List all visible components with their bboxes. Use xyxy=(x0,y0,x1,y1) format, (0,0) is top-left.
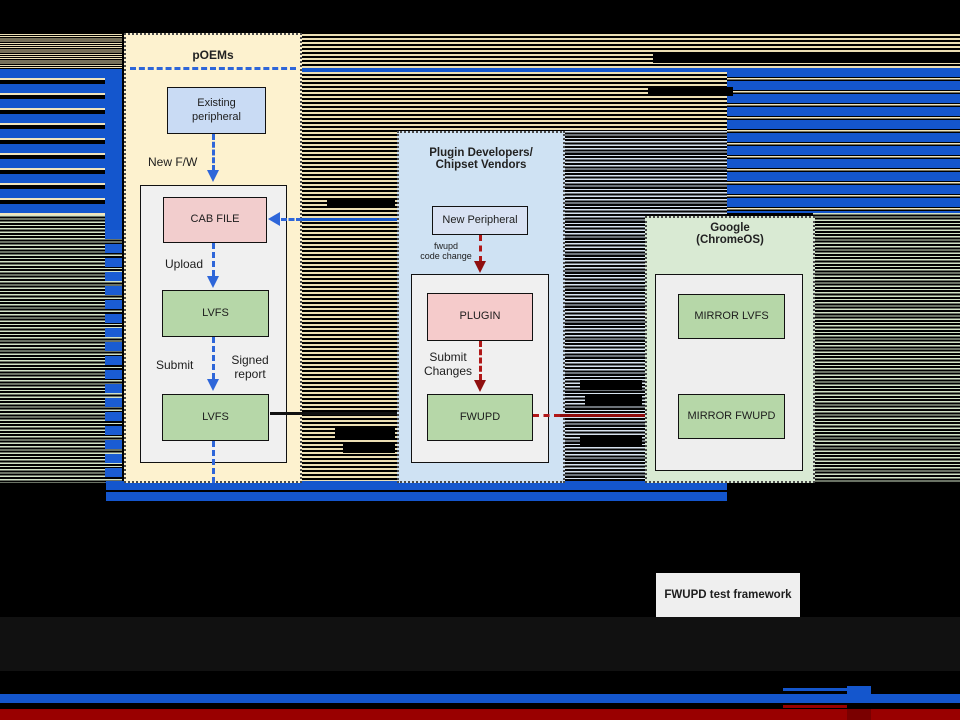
redaction-bar xyxy=(648,87,733,96)
lvfs-bottom-label: LVFS xyxy=(202,410,229,423)
redaction-bar xyxy=(335,428,395,440)
signed-report-label: Signed report xyxy=(231,353,269,381)
google-panel-title: Google (ChromeOS) xyxy=(696,222,764,246)
redaction-bar xyxy=(580,435,642,447)
arrow-lvfs-to-fwupd xyxy=(270,412,416,415)
fwupd-box-label: FWUPD xyxy=(459,410,501,423)
plugin-box-label: PLUGIN xyxy=(459,310,501,323)
upload-label: Upload xyxy=(165,257,204,271)
fwupd-code-change-label: fwupd code change xyxy=(420,241,472,261)
stripe-region-right-green xyxy=(813,213,960,483)
arrow-existing-to-cab xyxy=(212,134,215,171)
mirror-lvfs-label: MIRROR LVFS xyxy=(694,309,769,322)
thin-blue-line-bottom xyxy=(783,688,847,691)
arrow-cab-to-lvfs xyxy=(212,243,215,276)
stripe-region-above-google xyxy=(645,131,727,216)
existing-peripheral-box: Existing peripheral xyxy=(167,87,266,134)
poems-top-dashed-line xyxy=(130,67,296,70)
arrow-lvfs-down-exit xyxy=(212,441,215,483)
redaction-bar xyxy=(343,443,395,453)
arrowhead-down-icon xyxy=(474,380,486,392)
arrow-plugin-to-fwupd xyxy=(479,341,482,380)
new-fw-label: New F/W xyxy=(148,155,198,169)
mirror-lvfs-box: MIRROR LVFS xyxy=(678,294,785,339)
blue-bands-region-right xyxy=(727,68,960,213)
fwupd-test-framework-box: FWUPD test framework xyxy=(656,573,800,617)
arrowhead-down-icon xyxy=(474,261,486,273)
submit-label: Submit xyxy=(156,358,194,372)
fwupd-test-framework-label: FWUPD test framework xyxy=(664,589,792,601)
blue-band-bottom xyxy=(0,694,960,703)
mirror-fwupd-box: MIRROR FWUPD xyxy=(678,394,785,439)
stripe-region-left-green xyxy=(0,215,122,483)
blue-bar-column xyxy=(105,69,122,230)
redaction-bar xyxy=(585,394,642,406)
blue-band-lower-1 xyxy=(106,481,727,490)
fwupd-box: FWUPD xyxy=(427,394,533,441)
lvfs-top-box: LVFS xyxy=(162,290,269,337)
arrow-fwupd-to-mirror-dash1 xyxy=(533,414,560,417)
arrow-newperiph-to-plugin xyxy=(479,235,482,262)
stripe-region-left-blue xyxy=(0,69,105,215)
existing-peripheral-label: Existing peripheral xyxy=(192,96,241,123)
arrow-lvfs-to-lvfs xyxy=(212,337,215,379)
cab-file-box: CAB FILE xyxy=(163,197,267,243)
arrow-fwupd-to-mirror-solid xyxy=(560,414,645,417)
redaction-bar xyxy=(580,380,642,390)
submit-changes-label: Submit Changes xyxy=(423,350,473,378)
blue-band-lower-2 xyxy=(106,492,727,501)
thin-red-line-bottom xyxy=(783,705,847,708)
poems-panel-title: pOEMs xyxy=(192,48,234,62)
cab-file-label: CAB FILE xyxy=(190,213,240,226)
stripe-region-middle-column xyxy=(302,68,397,483)
stripe-region-right-of-plugin xyxy=(565,131,645,483)
arrowhead-down-icon xyxy=(207,379,219,391)
blue-glitch-line-top xyxy=(302,68,960,72)
lvfs-bottom-box: LVFS xyxy=(162,394,269,441)
redaction-bar xyxy=(327,198,395,207)
blue-dash-column xyxy=(105,230,122,483)
dark-gray-band xyxy=(0,617,960,671)
arrowhead-left-icon xyxy=(268,212,280,226)
plugin-box: PLUGIN xyxy=(427,293,533,341)
stripe-region-above-plugin xyxy=(397,68,727,131)
dark-red-notch-square xyxy=(847,709,871,720)
arrow-newperiph-to-cab-dash1 xyxy=(281,218,302,221)
arrowhead-down-icon xyxy=(207,170,219,182)
stripe-region-top-left xyxy=(0,34,122,69)
red-band-bottom xyxy=(0,709,960,720)
new-peripheral-label: New Peripheral xyxy=(442,213,518,226)
redaction-bar xyxy=(653,53,960,63)
plugin-panel-title: Plugin Developers/ Chipset Vendors xyxy=(429,147,533,171)
arrowhead-down-icon xyxy=(207,276,219,288)
lvfs-top-label: LVFS xyxy=(202,306,229,319)
arrow-newperiph-to-cab-solid xyxy=(302,218,397,221)
new-peripheral-box: New Peripheral xyxy=(432,206,528,235)
mirror-fwupd-label: MIRROR FWUPD xyxy=(687,409,776,422)
